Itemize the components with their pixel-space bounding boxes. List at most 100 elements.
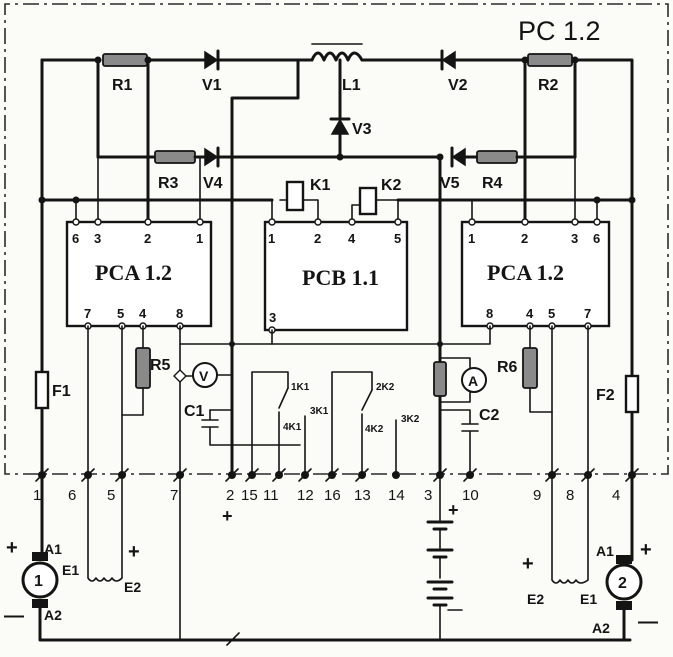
terminal-label-10: 10 — [462, 487, 479, 504]
label-v2: V2 — [448, 77, 468, 94]
motor-1-e1: E1 — [62, 562, 79, 578]
relay-k1-contact — [278, 387, 289, 409]
resistor-r5 — [135, 347, 151, 389]
module-center-label: PCB 1.1 — [302, 265, 379, 290]
shunt-resistor — [433, 361, 447, 397]
board-label: PC 1.2 — [518, 16, 601, 46]
center-top-pin-4: 5 — [394, 231, 401, 246]
left-top-pin-3: 2 — [144, 231, 151, 246]
terminal-label-13: 13 — [354, 487, 371, 504]
label-r6: R6 — [497, 359, 518, 376]
motor-2-icon — [605, 563, 643, 601]
module-link-wire — [179, 325, 491, 345]
left-bottom-pin-4: 8 — [176, 306, 183, 321]
terminal-label-1: 1 — [33, 487, 41, 504]
label-v4: V4 — [203, 175, 223, 192]
resistor-r2 — [527, 53, 573, 67]
label-r1: R1 — [112, 77, 133, 94]
motor-2-e1: E1 — [580, 591, 597, 607]
left-bottom-pin-3: 4 — [139, 306, 147, 321]
label-r5: R5 — [150, 357, 171, 374]
motor-2-a1: A1 — [596, 543, 614, 559]
relay-coil-k2 — [358, 186, 378, 216]
right-bottom-pin-3: 5 — [548, 306, 555, 321]
label-v5: V5 — [440, 175, 460, 192]
label-v3: V3 — [352, 121, 372, 138]
label-r4: R4 — [482, 175, 503, 192]
label-4k1: 4K1 — [283, 422, 302, 433]
motor-1-a2: A2 — [44, 607, 62, 623]
terminal-label-5: 5 — [107, 487, 115, 504]
right-top-pin-1: 1 — [468, 231, 475, 246]
label-c2: C2 — [479, 407, 500, 424]
terminal-label-4: 4 — [612, 487, 620, 504]
module-left-label: PCA 1.2 — [95, 260, 172, 285]
label-voltmeter: V — [199, 368, 209, 384]
label-f2: F2 — [596, 387, 615, 404]
terminal-label-15: 15 — [241, 487, 258, 504]
board-frame — [4, 3, 669, 475]
fuse-f2 — [624, 374, 640, 414]
label-3k1: 3K1 — [310, 406, 329, 417]
label-ammeter: A — [468, 373, 478, 389]
field-coil-1 — [87, 474, 123, 582]
diode-v2 — [441, 50, 456, 70]
resistor-r6 — [522, 347, 538, 389]
terminal-label-12: 12 — [297, 487, 314, 504]
terminal-label-14: 14 — [388, 487, 405, 504]
module-pca-right — [460, 220, 611, 328]
motor-1-e2: E2 — [124, 579, 141, 595]
resistor-r3 — [154, 150, 196, 164]
label-4k2: 4K2 — [365, 424, 384, 435]
right-top-pin-3: 3 — [571, 231, 578, 246]
motor-2-a2: A2 — [592, 620, 610, 636]
terminal-label-11: 11 — [263, 487, 279, 504]
battery-icon — [426, 520, 454, 607]
motor-1-minus: — — [4, 605, 24, 627]
motor-1-a1: A1 — [44, 541, 62, 557]
motor-1-plus: + — [6, 537, 18, 559]
terminal-label-9: 9 — [533, 487, 541, 504]
label-2k2: 2K2 — [376, 382, 395, 393]
left-top-pin-2: 3 — [94, 231, 101, 246]
center-top-pin-2: 2 — [314, 231, 321, 246]
diode-v5 — [451, 147, 466, 167]
center-bottom-pin-1: 3 — [269, 310, 276, 325]
label-1k1: 1K1 — [291, 382, 310, 393]
terminal-label-6: 6 — [68, 487, 76, 504]
inductor-l1 — [310, 51, 364, 62]
common-return-wire — [38, 606, 632, 642]
right-bottom-pin-1: 8 — [486, 306, 493, 321]
center-top-pin-3: 4 — [348, 231, 356, 246]
l1-feed-wire — [230, 58, 300, 477]
field-1-plus: + — [128, 541, 140, 563]
left-top-pin-4: 1 — [196, 231, 203, 246]
label-c1: C1 — [184, 403, 205, 420]
diode-v4 — [204, 147, 219, 167]
resistor-r4 — [476, 150, 518, 164]
diode-v3 — [330, 118, 350, 135]
right-bottom-pin-4: 7 — [584, 306, 591, 321]
label-l1: L1 — [342, 77, 361, 94]
terminal-label-7: 7 — [170, 487, 178, 504]
relay-coil-k1 — [285, 180, 305, 212]
label-k2: K2 — [381, 177, 402, 194]
capacitor-c2 — [439, 409, 479, 476]
motor-2-minus: — — [638, 611, 658, 633]
terminal-label-3: 3 — [424, 487, 432, 504]
label-k1: K1 — [310, 177, 331, 194]
right-main-wire — [573, 58, 634, 477]
motor-2-e2: E2 — [527, 591, 544, 607]
motor-1-number: 1 — [34, 573, 43, 590]
label-r3: R3 — [158, 175, 179, 192]
module-right-label: PCA 1.2 — [487, 260, 564, 285]
terminal-label-8: 8 — [566, 487, 574, 504]
terminal-label-2: 2 — [226, 487, 234, 504]
right-top-pin-4: 6 — [593, 231, 600, 246]
left-top-pin-1: 6 — [72, 231, 79, 246]
label-v1: V1 — [202, 77, 222, 94]
fuse-f1 — [34, 370, 50, 410]
left-bottom-pin-2: 5 — [117, 306, 124, 321]
resistor-r1 — [102, 53, 148, 67]
